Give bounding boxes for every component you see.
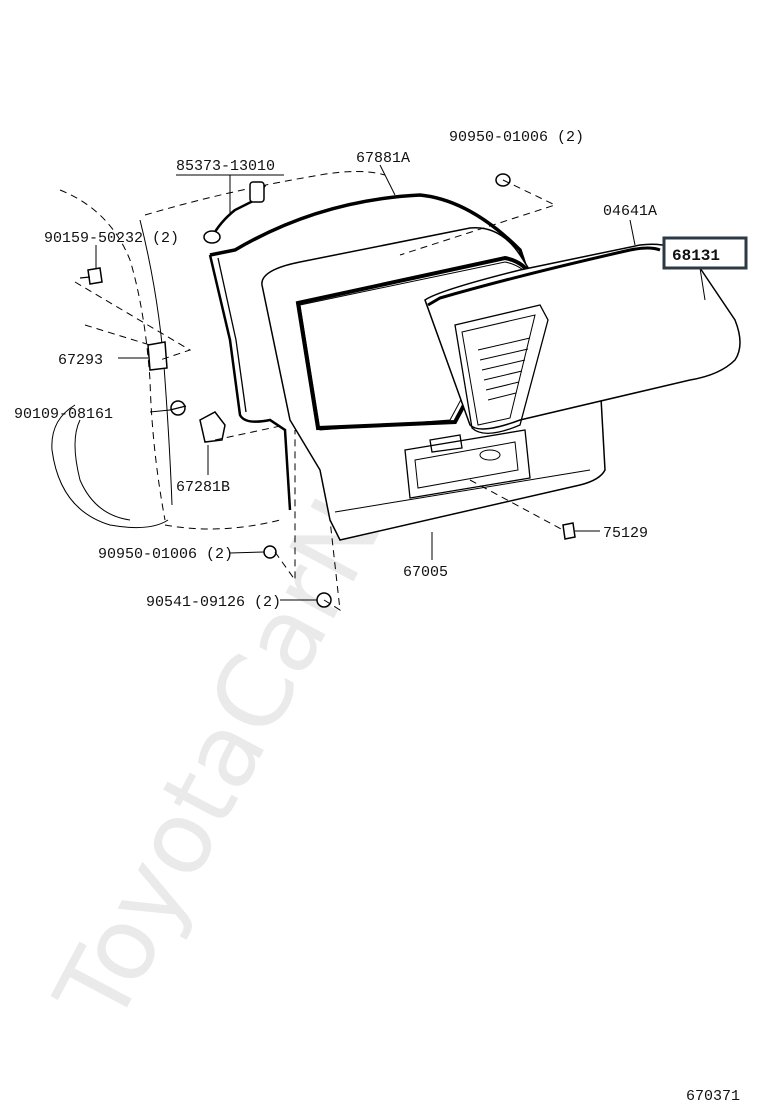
screw-90159 bbox=[79, 267, 103, 285]
reference-lines bbox=[74, 179, 564, 611]
clip-75129 bbox=[562, 522, 576, 540]
label-90950-01006-bottom: 90950-01006 (2) bbox=[98, 546, 233, 563]
vehicle-body-outline bbox=[51, 171, 386, 530]
clip-90950-bottom bbox=[263, 545, 277, 559]
label-04641a: 04641A bbox=[603, 203, 657, 220]
defogger-lines bbox=[477, 337, 531, 401]
leader-lines bbox=[95, 164, 706, 601]
label-67293: 67293 bbox=[58, 352, 103, 369]
washer-hose-85373 bbox=[203, 181, 267, 244]
label-90541-09126: 90541-09126 (2) bbox=[146, 594, 281, 611]
label-85373-13010: 85373-13010 bbox=[176, 158, 275, 175]
label-67281b: 67281B bbox=[176, 479, 230, 496]
bumper-67293 bbox=[147, 341, 168, 371]
back-window-glass-68131 bbox=[424, 243, 741, 434]
label-67005: 67005 bbox=[403, 564, 448, 581]
striker-67281b bbox=[199, 411, 226, 443]
label-90950-01006-top: 90950-01006 (2) bbox=[449, 129, 584, 146]
label-75129: 75129 bbox=[603, 525, 648, 542]
label-68131: 68131 bbox=[672, 247, 720, 265]
label-90109-08161: 90109-08161 bbox=[14, 406, 113, 423]
label-67881a: 67881A bbox=[356, 150, 410, 167]
label-90159-50232: 90159-50232 (2) bbox=[44, 230, 179, 247]
diagram-id: 670371 bbox=[686, 1088, 740, 1105]
weatherstrip-67881a bbox=[208, 193, 527, 511]
bolt-90109 bbox=[169, 400, 187, 416]
highlight-box-68131: 68131 bbox=[662, 236, 748, 270]
